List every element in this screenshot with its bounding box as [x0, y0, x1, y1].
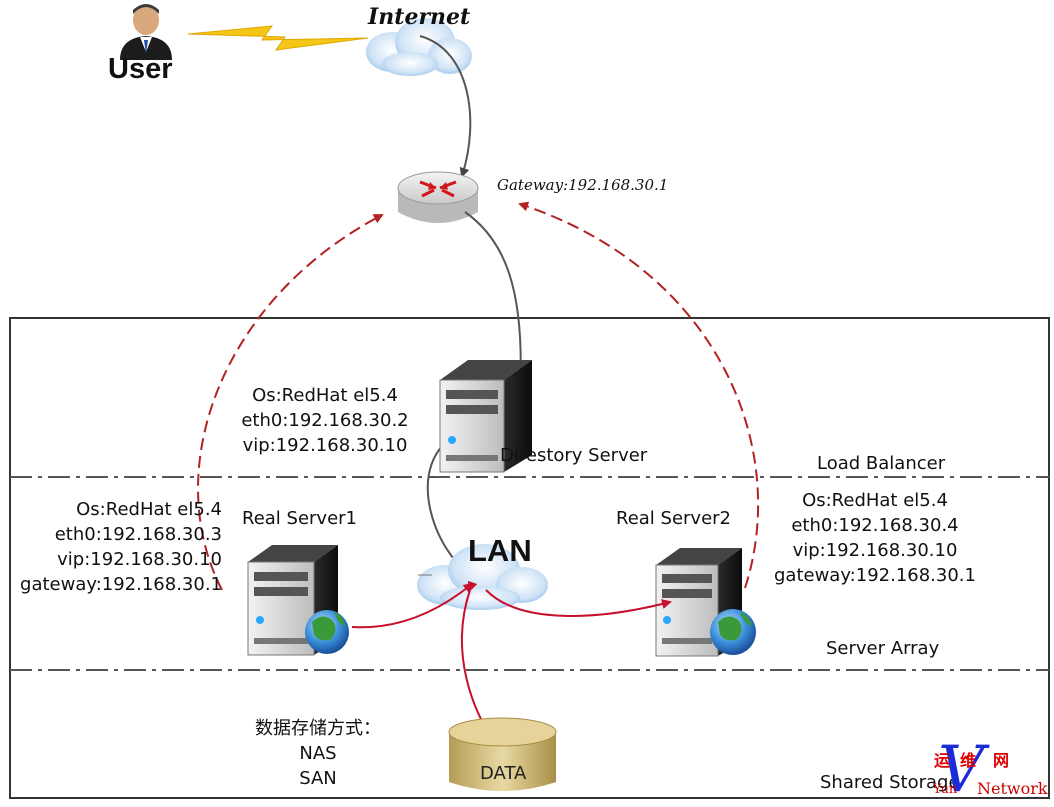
rs2-os: Os:RedHat el5.4 [802, 490, 948, 511]
watermark-prefix: Yun [933, 782, 958, 797]
user-label: User [108, 53, 173, 85]
director-server-icon [439, 360, 532, 473]
storage-san: SAN [299, 768, 337, 789]
rs2-info: Os:RedHat el5.4 eth0:192.168.30.4 vip:19… [760, 488, 990, 588]
internet-cloud-icon [366, 18, 472, 76]
rs1-label: Real Server1 [242, 508, 358, 529]
watermark-v: V [938, 733, 985, 807]
rs2-vip: vip:192.168.30.10 [792, 540, 958, 561]
storage-nas: NAS [299, 743, 337, 764]
director-vip: vip:192.168.30.10 [242, 435, 408, 456]
lan-label: LAN [468, 533, 532, 568]
link-rs1-lan [351, 582, 474, 629]
database-label: DATA [480, 763, 527, 784]
watermark-cn1: 运 [934, 751, 951, 770]
globe-icon-rs1 [305, 610, 349, 654]
rs1-vip: vip:192.168.30.10 [57, 549, 222, 570]
system-frame [9, 317, 1050, 799]
user-icon [120, 4, 172, 60]
director-eth0: eth0:192.168.30.2 [241, 410, 409, 431]
rs1-info: Os:RedHat el5.4 eth0:192.168.30.3 vip:19… [8, 497, 222, 597]
rs2-label: Real Server2 [616, 508, 732, 529]
router-icon [397, 171, 479, 223]
zone-server-array: Server Array [826, 638, 940, 659]
internet-label: Internet [368, 4, 471, 30]
rs1-gateway: gateway:192.168.30.1 [20, 574, 222, 595]
zone-load-balancer: Load Balancer [817, 453, 946, 474]
return-path-rs2 [518, 201, 760, 589]
zone-shared-storage: Shared Storage [820, 772, 960, 793]
director-os: Os:RedHat el5.4 [252, 385, 398, 406]
rs1-eth0: eth0:192.168.30.3 [54, 524, 222, 545]
watermark-network: Network [977, 779, 1048, 798]
storage-info: 数据存储方式： NAS SAN [238, 716, 398, 791]
link-internet-router [419, 35, 472, 178]
lightning-bolt-icon [187, 25, 369, 51]
director-info: Os:RedHat el5.4 eth0:192.168.30.2 vip:19… [230, 383, 420, 458]
watermark-cn3: 网 [993, 751, 1010, 770]
return-path-rs1 [197, 214, 384, 591]
rs2-gateway: gateway:192.168.30.1 [774, 565, 976, 586]
director-label: Direstory Server [500, 445, 648, 466]
rs1-os: Os:RedHat el5.4 [76, 499, 222, 520]
gateway-label: Gateway:192.168.30.1 [497, 176, 669, 194]
watermark-cn2: 维 [960, 751, 977, 770]
globe-icon-rs2 [710, 609, 756, 655]
storage-heading: 数据存储方式： [255, 718, 381, 739]
database-icon [448, 717, 557, 791]
rs2-eth0: eth0:192.168.30.4 [791, 515, 959, 536]
real-server2-icon [655, 548, 742, 657]
link-router-director [464, 211, 526, 394]
